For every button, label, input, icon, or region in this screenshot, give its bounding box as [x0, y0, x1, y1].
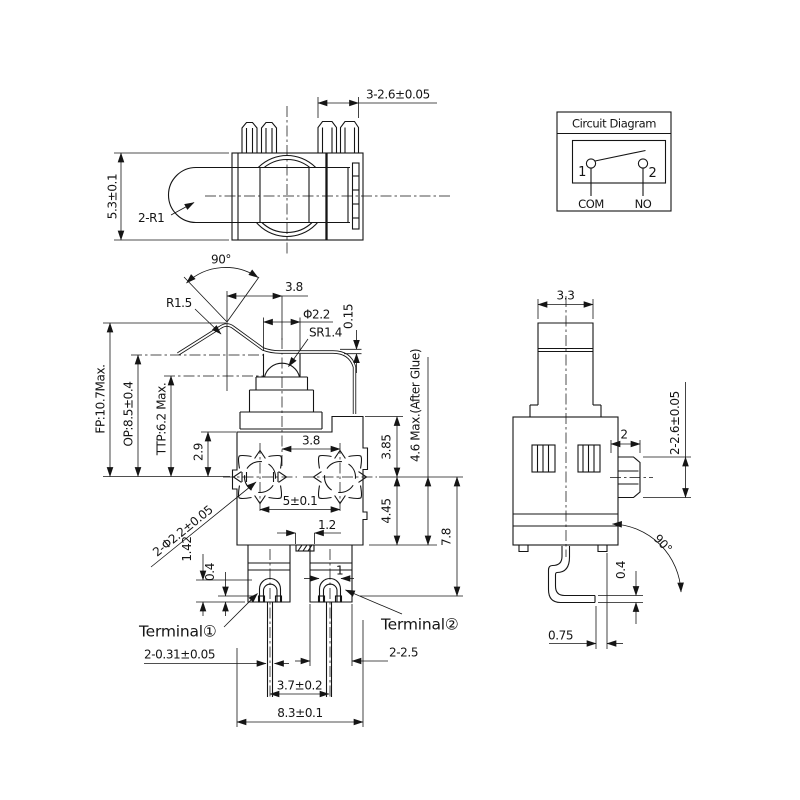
- mount-hole-left: [223, 443, 297, 511]
- top-view: 3-2.6±0.05 5.3±0.1 2-R1: [106, 88, 452, 254]
- circuit-diagram: Circuit Diagram 1 2 COM NO: [556, 111, 672, 212]
- dim-boss-width-label: 1.2: [318, 518, 336, 532]
- dim-dome-label: SR1.4: [309, 326, 342, 340]
- dim-hole-offset-label: 3.8: [302, 434, 320, 448]
- mount-tab: [339, 120, 360, 153]
- dim-tab-width-label: 3-2.6±0.05: [366, 88, 430, 102]
- dim-upper-height-label: 3.85: [380, 434, 394, 459]
- dim-lever-radius-label: 2-R1: [138, 211, 164, 225]
- dim-pin-thk-label: 2-0.31±0.05: [144, 648, 215, 662]
- mount-tab: [317, 120, 338, 153]
- side-foot: [518, 545, 529, 553]
- terminal-pins: [266, 549, 333, 698]
- top-body-outline: [231, 152, 364, 241]
- circuit-box: [556, 111, 672, 212]
- lever-band-fill: [168, 167, 350, 223]
- dim-foot-offset-label: 0.75: [548, 629, 573, 643]
- dim-foot-height-label: 1.42: [180, 536, 194, 561]
- dim-top-to-hole-label: 2.9: [192, 443, 206, 461]
- dim-total-height-label: 7.8: [440, 528, 454, 546]
- terminal2-label: Terminal②: [380, 616, 459, 634]
- mount-tab: [260, 121, 278, 153]
- com-label: COM: [578, 197, 604, 211]
- dim-plunger-width-label: 3.3: [557, 289, 575, 303]
- dim-ttp-label: TTP:6.2 Max.: [155, 383, 169, 456]
- dim-slot-width-label: 1: [336, 564, 343, 578]
- contact-com: [585, 158, 597, 169]
- dim-body-height-label: 5.3±0.1: [106, 174, 120, 219]
- front-body-outline: [231, 415, 369, 546]
- dim-lower-height-label: 4.45: [380, 498, 394, 523]
- side-plunger: [529, 322, 602, 417]
- dim-fp-label: FP:10.7Max.: [94, 364, 108, 433]
- dim-op-label: OP:8.5±0.4: [122, 382, 136, 447]
- front-view: 90° 3.8 R1.5 Φ2.2 SR1.4 0.15 FP: [94, 253, 463, 727]
- side-view: 3.3 2 2-2.6±0.05 90° 0.4 0.75: [512, 289, 691, 649]
- hatched-slot-right: [577, 444, 601, 473]
- dim-body-width-label: 8.3±0.1: [277, 706, 322, 720]
- side-foot: [597, 545, 608, 553]
- lever-band: [167, 166, 350, 224]
- contact-no: [637, 158, 649, 169]
- dim-plunger-dia-label: Φ2.2: [303, 308, 330, 322]
- circuit-title: Circuit Diagram: [572, 117, 656, 131]
- side-tab: [610, 456, 653, 499]
- no-label: NO: [635, 197, 652, 211]
- lever-wire-core: [177, 324, 356, 414]
- mount-tab: [241, 121, 258, 153]
- switch-symbol-box: [571, 139, 667, 184]
- dim-peak-offset-label: 3.8: [285, 280, 303, 294]
- dim-glue-height-label: 4.6 Max.(After Glue): [409, 349, 423, 462]
- dim-lever-r-label: R1.5: [166, 296, 192, 310]
- plunger: [239, 353, 323, 430]
- pin2-label: 2: [649, 166, 657, 181]
- dim-sheet-thk-side-label: 0.4: [614, 561, 628, 579]
- dim-pin-pitch-label: 3.7±0.2: [277, 679, 322, 693]
- bent-terminal: [547, 546, 596, 604]
- side-body-outline: [512, 416, 619, 546]
- mount-hole-right: [303, 443, 377, 511]
- dim-hole-pitch-label: 5±0.1: [283, 494, 318, 508]
- dim-bend-angle-label: 90°: [211, 253, 231, 267]
- switch-blade: [594, 149, 646, 162]
- dim-sheet-thk-label: 0.4: [203, 563, 217, 581]
- terminal1-label: Terminal①: [138, 623, 217, 641]
- pin1-label: 1: [578, 165, 586, 180]
- dim-tab-height-label: 2-2.6±0.05: [668, 391, 682, 455]
- dim-wire-gap-label: 0.15: [342, 304, 356, 329]
- dim-tab-depth-label: 2: [620, 428, 627, 442]
- dim-foot-width-label: 2-2.5: [389, 646, 418, 660]
- hatched-slot-left: [531, 444, 556, 473]
